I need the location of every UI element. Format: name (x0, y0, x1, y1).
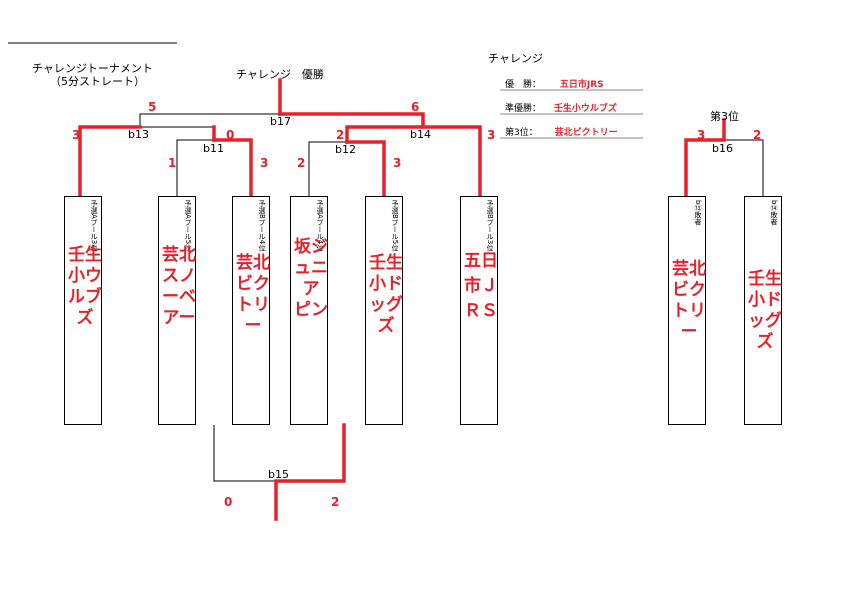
score-b17-right: 6 (411, 100, 420, 114)
team-name: 五日市ＪＲＳ (464, 251, 498, 321)
team-name: 芸北ビクトリー (236, 253, 270, 336)
score-b16-right: 2 (753, 128, 762, 142)
match-label-b12: b12 (335, 143, 356, 156)
result-value: 五日市JRS (559, 80, 604, 90)
team-box-4: 予選Aプール4位 坂ジュニア ピン (290, 196, 337, 425)
score-b12-left: 2 (297, 156, 306, 170)
team-box-5: 予選Bプール5位 壬生小ドッグズ (365, 196, 403, 425)
score-b16-left: 3 (697, 128, 706, 142)
result-label: 準優勝： (505, 104, 542, 114)
match-label-b16: b16 (712, 142, 733, 155)
team-pool: b⑬敗者 (694, 200, 702, 226)
score-b13-left: 3 (72, 128, 81, 142)
score-b14-right: 3 (487, 128, 496, 142)
score-b13-right: 0 (226, 128, 235, 142)
team-pool: 予選Aプール3位 (90, 200, 98, 252)
tournament-subtitle: （5分ストレート） (50, 75, 145, 88)
team-box-8: b⑭敗者 壬生小ドッグズ (744, 196, 782, 425)
score-b11-left: 1 (168, 156, 177, 170)
score-b11-right: 3 (260, 156, 269, 170)
tournament-title: チャレンジトーナメント (32, 62, 153, 75)
match-label-b14: b14 (410, 128, 431, 141)
third-place-title: 第3位 (710, 110, 739, 123)
result-row-runner-up: 準優勝： 壬生小ウルブズ (505, 101, 617, 114)
team-name: 芸北ビクトリー (672, 259, 706, 342)
score-b17-left: 5 (148, 100, 157, 114)
results-heading: チャレンジ (488, 52, 543, 65)
team-name: 壬生小ドッグズ (748, 269, 782, 352)
team-pool: 予選Aプール4位 (316, 200, 324, 252)
team-pool: 予選Aプール5位 (184, 200, 192, 252)
team-name: 芸北スノーベアー (162, 245, 196, 328)
team-pool: 予選Bプール4位 (258, 200, 266, 252)
result-label: 優 勝： (505, 80, 542, 90)
match-label-b15: b15 (268, 468, 289, 481)
team-box-3: 予選Bプール4位 芸北ビクトリー (232, 196, 270, 425)
result-row-champion: 優 勝： 五日市JRS (505, 77, 604, 90)
team-pool: 予選Bプール5位 (391, 200, 399, 252)
score-b14-left: 2 (336, 128, 345, 142)
team-box-7: b⑬敗者 芸北ビクトリー (668, 196, 706, 425)
result-value: 壬生小ウルブズ (553, 104, 617, 114)
score-b15-left: 0 (224, 495, 233, 509)
result-value: 芸北ビクトリー (554, 128, 618, 138)
result-row-third: 第3位： 芸北ビクトリー (505, 125, 618, 138)
team-pool: b⑭敗者 (770, 200, 778, 226)
team-box-2: 予選Aプール5位 芸北スノーベアー (158, 196, 196, 425)
result-label: 第3位： (505, 128, 538, 138)
score-b15-right: 2 (331, 495, 340, 509)
team-name: 壬生小ドッグズ (369, 253, 403, 336)
team-name: 壬生小ウルブズ (68, 245, 102, 328)
team-pool: 予選Bプール3位 (486, 200, 494, 252)
match-label-b11: b11 (203, 142, 224, 155)
team-name: 坂ジュニア ピン (294, 237, 337, 320)
team-box-6: 予選Bプール3位 五日市ＪＲＳ (460, 196, 498, 425)
match-label-b13: b13 (128, 128, 149, 141)
score-b12-right: 3 (393, 156, 402, 170)
match-label-b17: b17 (270, 115, 291, 128)
team-box-1: 予選Aプール3位 壬生小ウルブズ (64, 196, 102, 425)
final-title: チャレンジ 優勝 (236, 68, 324, 81)
